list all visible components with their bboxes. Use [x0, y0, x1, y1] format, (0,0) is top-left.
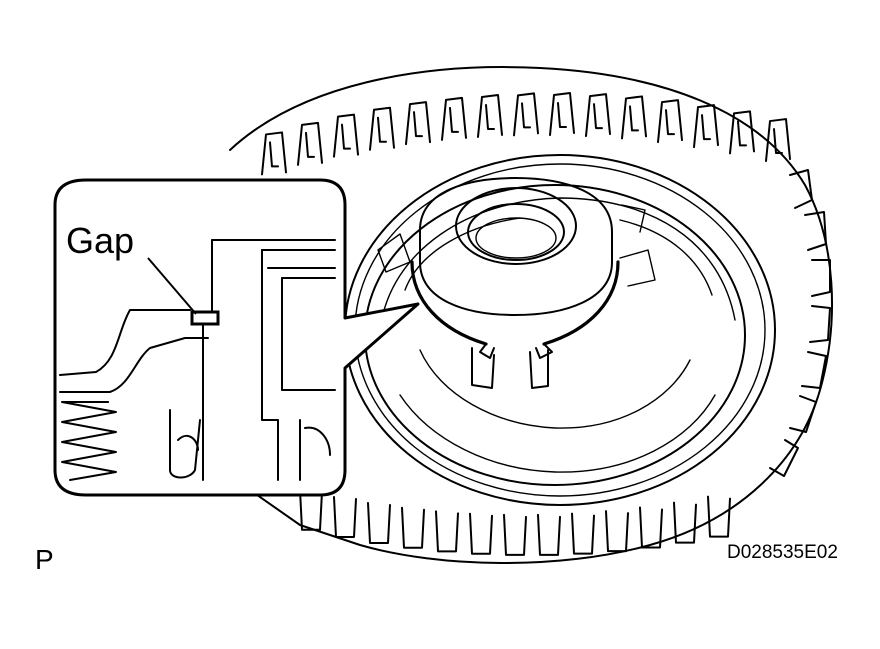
view-mark: P — [35, 544, 54, 575]
leader-line — [147, 257, 197, 315]
spline-tooth-slot — [305, 131, 315, 158]
piston-arc-1 — [379, 197, 736, 331]
gap-label: Gap — [66, 220, 135, 261]
spline-tooth — [435, 510, 459, 553]
lug-left — [377, 233, 411, 273]
spline-tooth-slot — [737, 120, 747, 147]
snap-ring-end-right — [535, 343, 553, 359]
spline-tooth — [367, 501, 391, 544]
spline-tooth-slot — [269, 141, 279, 168]
spline-tooth — [333, 495, 357, 538]
spline-tooth-slot — [521, 102, 531, 129]
gap-marker — [190, 310, 220, 326]
spline-tooth — [401, 506, 425, 549]
spline-tooth — [299, 488, 323, 531]
drum-ring-outer — [344, 154, 776, 506]
spline-teeth-top — [261, 92, 791, 176]
spline-tooth-slot — [377, 116, 387, 143]
spline-tooth-slot — [593, 103, 603, 130]
spline-tooth — [605, 510, 629, 553]
spline-tooth — [477, 93, 503, 138]
piston-arc-2 — [399, 394, 716, 473]
spline-tooth — [549, 92, 575, 137]
spline-tooth-slot — [485, 103, 495, 130]
piston-arc-5 — [619, 219, 713, 296]
spline-tooth — [639, 506, 663, 549]
detail-magnifier-callout — [53, 178, 420, 497]
spline-tooth — [441, 96, 467, 141]
clutch-drum-illustration — [229, 66, 833, 564]
lug-right-2 — [621, 204, 646, 233]
spline-tooth — [729, 110, 755, 155]
piston-arc-4 — [404, 217, 521, 291]
spline-tooth-slot — [449, 106, 459, 133]
ring-tab-right — [529, 349, 549, 389]
lug-right — [619, 249, 656, 287]
spline-tooth — [657, 99, 683, 144]
spline-tooth — [621, 95, 647, 140]
spline-tooth — [261, 131, 287, 176]
spline-tooth — [537, 513, 561, 556]
return-spring — [61, 401, 117, 481]
spline-tooth-slot — [773, 128, 783, 155]
spline-tooth-slot — [701, 114, 711, 141]
spline-tooth-slot — [629, 105, 639, 132]
callout-frame — [53, 178, 420, 497]
spline-tooth — [571, 512, 595, 555]
spline-tooth — [333, 113, 359, 158]
spline-teeth-right — [769, 169, 831, 477]
spline-tooth-slot — [557, 102, 567, 129]
spline-tooth — [673, 501, 697, 544]
drum-ring-3 — [364, 184, 746, 486]
spline-tooth — [693, 104, 719, 149]
spline-tooth — [503, 513, 527, 556]
spline-tooth — [297, 121, 323, 166]
spline-tooth — [585, 93, 611, 138]
snap-ring — [410, 260, 620, 346]
ring-tab-left — [471, 347, 495, 389]
spline-tooth — [405, 101, 431, 146]
spline-teeth-bottom — [299, 488, 731, 556]
spline-tooth-slot — [413, 111, 423, 138]
spline-tooth-slot — [665, 109, 675, 136]
spline-tooth — [513, 92, 539, 137]
hub-bore — [467, 203, 565, 261]
hub-top — [455, 187, 577, 265]
snap-ring-end-left — [479, 343, 495, 359]
spline-tooth — [469, 512, 493, 555]
drawing-code: D028535E02 — [727, 542, 838, 563]
spline-tooth — [765, 118, 791, 163]
hub-bore-inner — [475, 217, 557, 259]
spline-tooth — [369, 106, 395, 151]
spline-tooth-slot — [341, 123, 351, 150]
piston-arc-3 — [419, 349, 691, 429]
hub-sleeve — [419, 177, 613, 316]
drum-ring-2 — [354, 163, 766, 497]
spline-tooth — [707, 495, 731, 538]
